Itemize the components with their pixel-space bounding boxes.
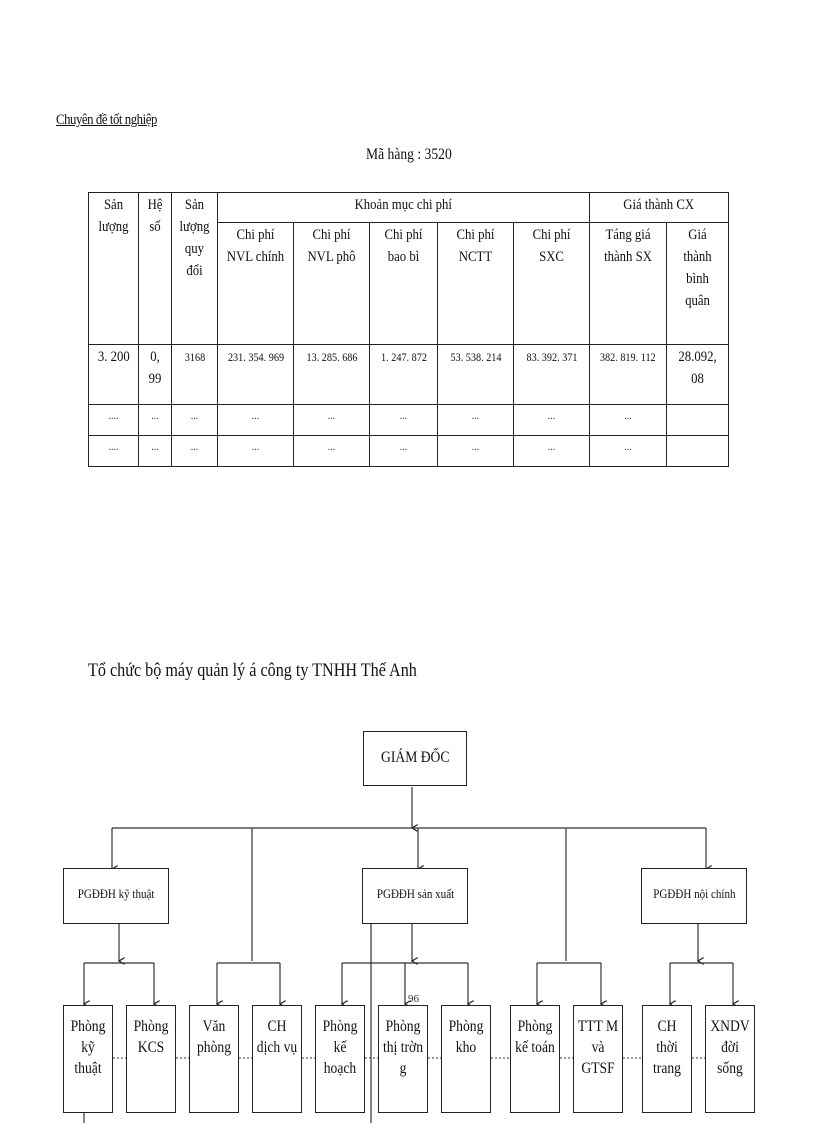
cell-quy-doi: 3168 — [171, 344, 218, 405]
dept-office-box: Văn phòng — [189, 1005, 239, 1113]
cell-nvl-chinh: ... — [217, 435, 294, 467]
dept-warehouse-box: Phòng kho — [441, 1005, 491, 1113]
cell-nctt: 53. 538. 214 — [437, 344, 514, 405]
document-header-title: Chuyên đề tốt nghiệp — [56, 112, 157, 128]
table-row: .... ... ... ... ... ... ... ... ... — [88, 435, 730, 467]
cell-nvl-chinh: 231. 354. 969 — [217, 344, 294, 405]
deputy-admin-box: PGĐĐH nội chính — [641, 868, 747, 924]
cell-nvl-pho: ... — [293, 435, 370, 467]
cell-bao-bi: ... — [369, 435, 438, 467]
dept-service-store-box: CH dịch vụ — [252, 1005, 302, 1113]
cell-tong: ... — [589, 435, 668, 467]
header-san-luong: Sản lượng — [88, 192, 139, 345]
dept-market-box: Phòng thị trờn g — [378, 1005, 428, 1113]
header-gia-thanh-binh-quan: Giá thành bình quân — [666, 222, 730, 345]
dept-kcs-box: Phòng KCS — [126, 1005, 176, 1113]
stray-mark: 96 — [408, 993, 420, 1005]
cell-he-so: 0, 99 — [138, 344, 172, 405]
cell-nvl-pho: ... — [293, 404, 370, 436]
header-cp-nctt: Chi phí NCTT — [437, 222, 514, 345]
dept-technical-box: Phòng kỹ thuật — [63, 1005, 113, 1113]
header-he-so: Hệ số — [138, 192, 172, 345]
header-san-luong-quy-doi: Sản lượng quy đổi — [171, 192, 218, 345]
cell-tong: 382. 819. 112 — [589, 344, 668, 405]
cell-bao-bi: 1. 247. 872 — [369, 344, 438, 405]
deputy-technical-box: PGĐĐH kỹ thuật — [63, 868, 169, 924]
cell-san-luong: .... — [88, 435, 139, 467]
dept-life-service-box: XNDV đời sống — [705, 1005, 755, 1113]
dept-planning-box: Phòng kế hoạch — [315, 1005, 365, 1113]
cell-binh-quan — [666, 435, 730, 467]
header-gia-thanh-cx: Giá thành CX — [589, 192, 730, 223]
deputy-production-box: PGĐĐH sản xuất — [362, 868, 468, 924]
table-row: 3. 200 0, 99 3168 231. 354. 969 13. 285.… — [88, 344, 730, 405]
cell-nctt: ... — [437, 404, 514, 436]
header-khoan-muc-chi-phi: Khoản mục chi phí — [216, 192, 591, 223]
cost-table: Sản lượng Hệ số Sản lượng quy đổi Khoản … — [88, 192, 730, 467]
header-tong-gia-thanh: Táng giá thành SX — [589, 222, 668, 345]
cell-he-so: ... — [138, 435, 172, 467]
cell-sxc: ... — [512, 404, 591, 436]
header-cp-sxc: Chi phí SXC — [512, 222, 591, 345]
product-code-label: Mã hàng : 3520 — [366, 146, 452, 163]
director-box: GIÁM ĐỐC — [363, 731, 467, 786]
dept-fashion-store-box: CH thời trang — [642, 1005, 692, 1113]
org-chart-title: Tổ chức bộ máy quản lý á công ty TNHH Th… — [88, 660, 417, 681]
header-cp-nvl-pho: Chi phí NVL phô — [293, 222, 370, 345]
dept-tttm-gtsf-box: TTT M và GTSF — [573, 1005, 623, 1113]
dept-accounting-box: Phòng kế toán — [510, 1005, 560, 1113]
cell-sxc: ... — [512, 435, 591, 467]
header-cp-bao-bi: Chi phí bao bì — [369, 222, 438, 345]
